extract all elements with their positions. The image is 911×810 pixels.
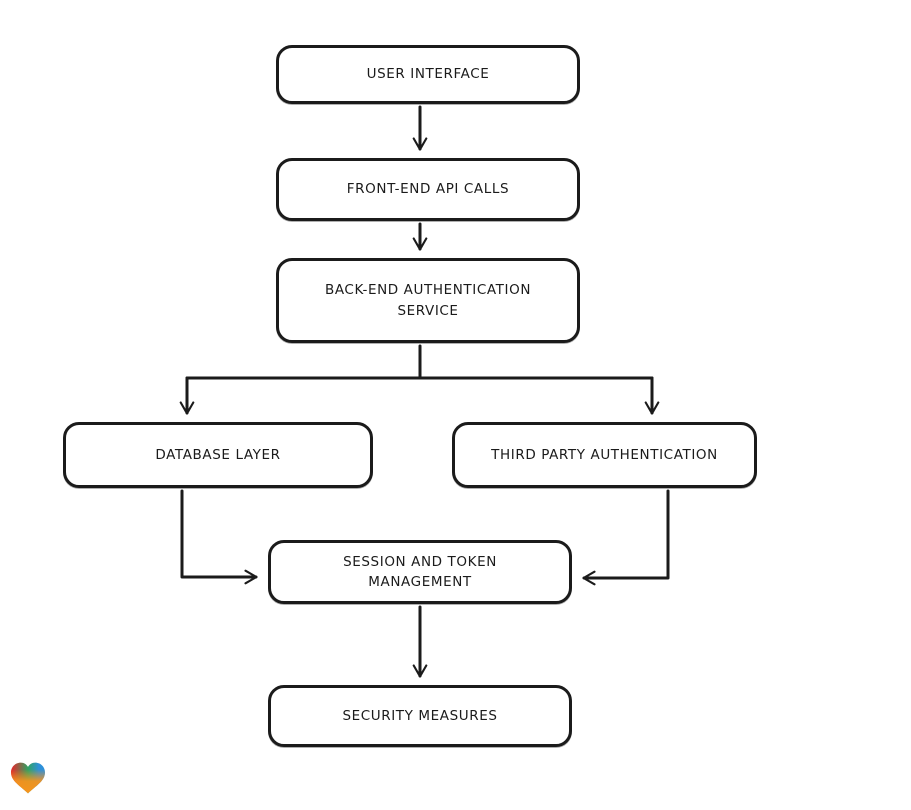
heart-shape-overlay <box>11 762 45 794</box>
node-security-measures[interactable]: SECURITY MEASURES <box>268 685 572 747</box>
node-back-end-authentication-service[interactable]: BACK-END AUTHENTICATION SERVICE <box>276 258 580 343</box>
node-front-end-api-calls[interactable]: FRONT-END API CALLS <box>276 158 580 221</box>
node-label: FRONT-END API CALLS <box>346 181 510 198</box>
edge-third-party-authentication-to-session-and-token-management <box>582 489 670 586</box>
edge-database-layer-to-session-and-token-management <box>180 489 258 585</box>
node-third-party-authentication[interactable]: THIRD PARTY AUTHENTICATION <box>452 422 757 488</box>
node-user-interface[interactable]: USER INTERFACE <box>276 45 580 104</box>
node-label: USER INTERFACE <box>366 66 490 83</box>
node-label: SESSION AND TOKEN MANAGEMENT <box>343 553 497 590</box>
node-label: THIRD PARTY AUTHENTICATION <box>491 446 718 463</box>
node-session-and-token-management[interactable]: SESSION AND TOKEN MANAGEMENT <box>268 540 572 604</box>
node-database-layer[interactable]: DATABASE LAYER <box>63 422 373 488</box>
node-label: DATABASE LAYER <box>155 446 281 463</box>
node-label: BACK-END AUTHENTICATION SERVICE <box>324 282 532 319</box>
node-label: SECURITY MEASURES <box>342 707 498 724</box>
eraser-heart-logo <box>11 762 45 794</box>
